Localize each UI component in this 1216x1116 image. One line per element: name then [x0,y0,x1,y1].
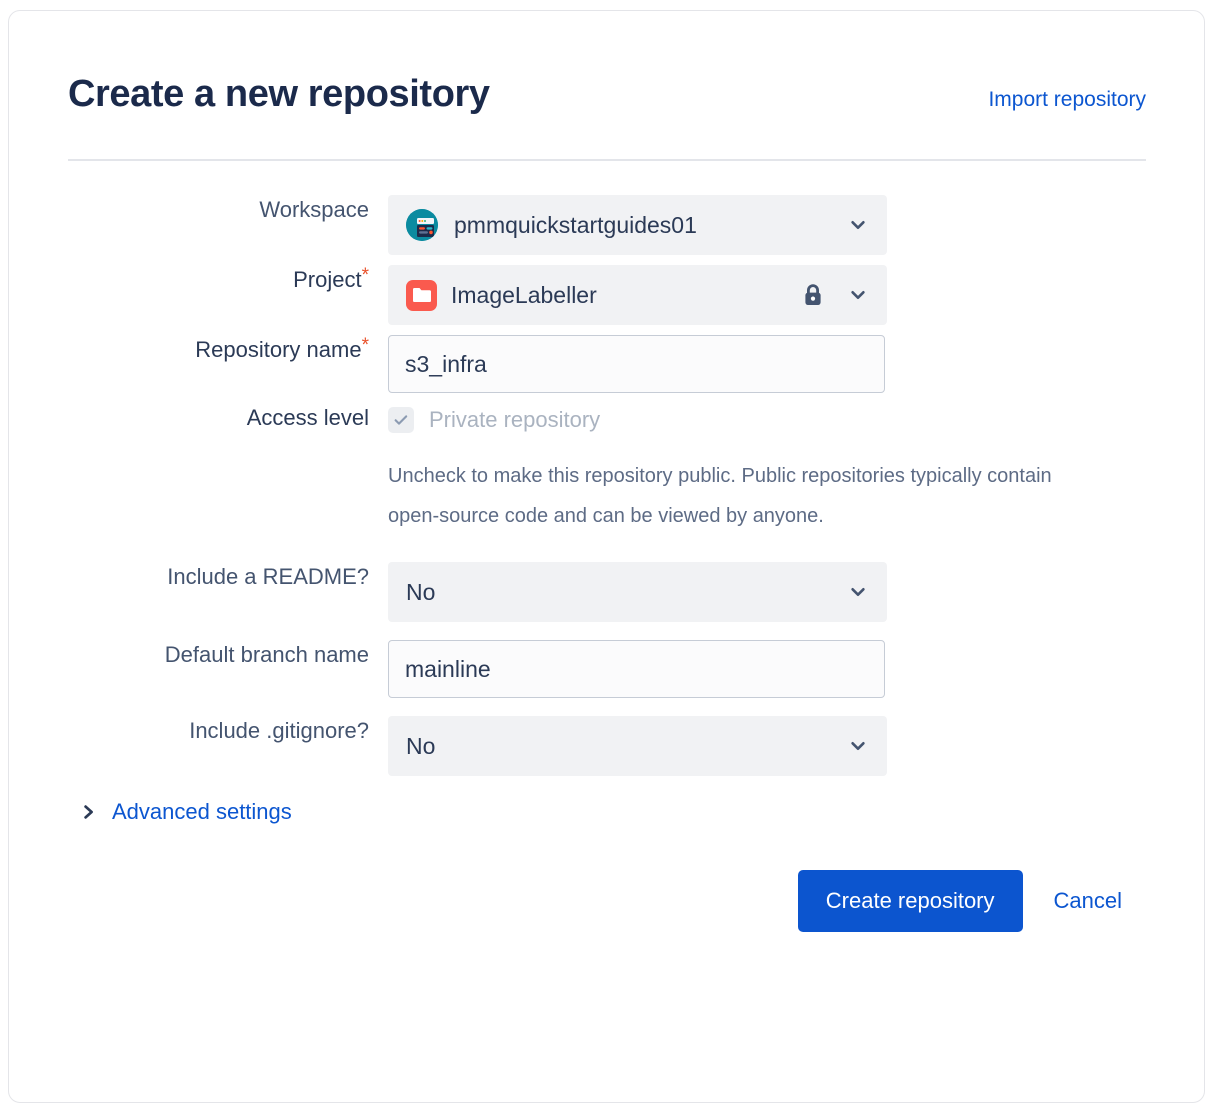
form-row-access-level: Access level Private repository Uncheck … [68,403,1146,536]
lock-glyph [805,284,821,305]
advanced-settings-label[interactable]: Advanced settings [112,799,292,824]
lock-icon [801,282,825,308]
project-label-wrap: Project* [68,265,388,295]
private-repository-checkbox[interactable] [388,407,414,433]
chevron-down-icon[interactable] [849,583,867,601]
repository-name-label-wrap: Repository name* [68,335,388,365]
project-folder-glyph [412,288,431,302]
chevron-down-icon[interactable] [849,737,867,755]
page-title: Create a new repository [68,73,490,115]
project-label: Project [293,267,362,292]
private-repository-label: Private repository [429,407,601,432]
form-row-workspace: Workspace [68,195,1146,255]
include-gitignore-value: No [406,732,436,759]
project-value: ImageLabeller [451,281,597,308]
chevron-down-icon[interactable] [849,286,867,304]
project-select[interactable]: ImageLabeller [388,265,887,325]
access-level-label: Access level [246,405,369,430]
card-header: Create a new repository Import repositor… [68,71,1146,133]
include-gitignore-label-wrap: Include .gitignore? [68,716,388,746]
form-actions: Create repository Cancel [68,870,1146,932]
repository-name-input[interactable] [388,335,885,393]
import-repository-link[interactable]: Import repository [988,88,1146,111]
project-folder-icon [406,279,437,311]
create-repository-button[interactable]: Create repository [797,870,1023,932]
form-row-project: Project* ImageLabeller [68,265,1146,325]
workspace-label: Workspace [259,197,369,222]
default-branch-name-input[interactable] [388,640,885,698]
workspace-select[interactable]: pmmquickstartguides01 [388,195,887,255]
include-readme-value: No [406,578,436,605]
repository-name-required-marker: * [361,335,369,356]
chevron-down-icon[interactable] [849,216,867,234]
include-readme-select[interactable]: No [388,562,887,622]
form-row-default-branch-name: Default branch name [68,640,1146,698]
form-row-include-readme: Include a README? No [68,562,1146,622]
default-branch-name-label-wrap: Default branch name [68,640,388,670]
advanced-settings-toggle[interactable]: Advanced settings [82,798,1146,826]
include-gitignore-label: Include .gitignore? [189,718,369,743]
create-repository-card: Create a new repository Import repositor… [8,10,1205,1103]
project-required-marker: * [361,265,369,286]
default-branch-name-label: Default branch name [164,642,369,667]
access-level-label-wrap: Access level [68,403,388,433]
form-row-repository-name: Repository name* [68,335,1146,393]
create-repository-form: Workspace [68,195,1146,932]
check-icon [394,415,408,425]
workspace-label-wrap: Workspace [68,195,388,225]
workspace-avatar-icon [406,209,438,241]
cancel-button[interactable]: Cancel [1048,887,1128,915]
workspace-value: pmmquickstartguides01 [454,211,697,238]
include-readme-label: Include a README? [167,564,369,589]
chevron-right-icon[interactable] [82,803,96,821]
repository-name-label: Repository name [195,337,362,362]
form-row-include-gitignore: Include .gitignore? No [68,716,1146,776]
card-content: Create a new repository Import repositor… [68,71,1146,932]
include-readme-label-wrap: Include a README? [68,562,388,592]
header-divider [68,159,1146,161]
workspace-avatar-glyph [406,209,438,241]
private-repository-checkbox-row[interactable]: Private repository [388,405,1146,435]
include-gitignore-select[interactable]: No [388,716,887,776]
access-level-helper-text: Uncheck to make this repository public. … [388,465,1052,527]
